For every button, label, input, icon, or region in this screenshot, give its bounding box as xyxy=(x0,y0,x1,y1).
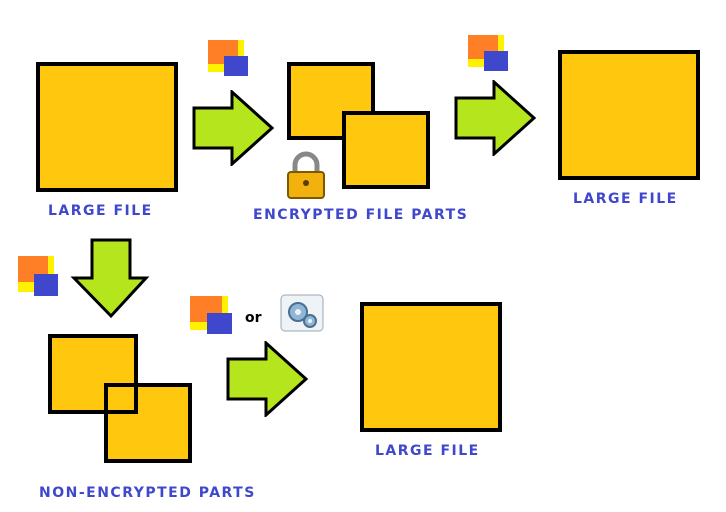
large-file-label: LARGE FILE xyxy=(48,203,153,219)
large-file-label: LARGE FILE xyxy=(573,191,678,207)
app-logo-icon xyxy=(190,296,232,334)
arrow-right-icon xyxy=(192,90,276,166)
large-file-square xyxy=(360,302,502,432)
large-file-square xyxy=(558,50,700,180)
large-file-square xyxy=(36,62,178,192)
gears-icon xyxy=(280,294,324,332)
padlock-icon xyxy=(285,150,327,200)
non-encrypted-parts-label: NON-ENCRYPTED PARTS xyxy=(39,485,256,501)
app-logo-icon xyxy=(18,256,58,296)
encrypted-parts-label: ENCRYPTED FILE PARTS xyxy=(253,207,469,223)
arrow-right-icon xyxy=(226,341,310,417)
or-text: or xyxy=(245,310,262,326)
large-file-label: LARGE FILE xyxy=(375,443,480,459)
arrow-down-icon xyxy=(70,238,150,320)
overlap-outline xyxy=(104,383,138,414)
encrypted-part-square xyxy=(342,111,430,189)
app-logo-icon xyxy=(468,35,508,71)
arrow-right-icon xyxy=(454,80,538,156)
non-encrypted-part-square xyxy=(104,383,192,463)
app-logo-icon xyxy=(208,40,248,76)
